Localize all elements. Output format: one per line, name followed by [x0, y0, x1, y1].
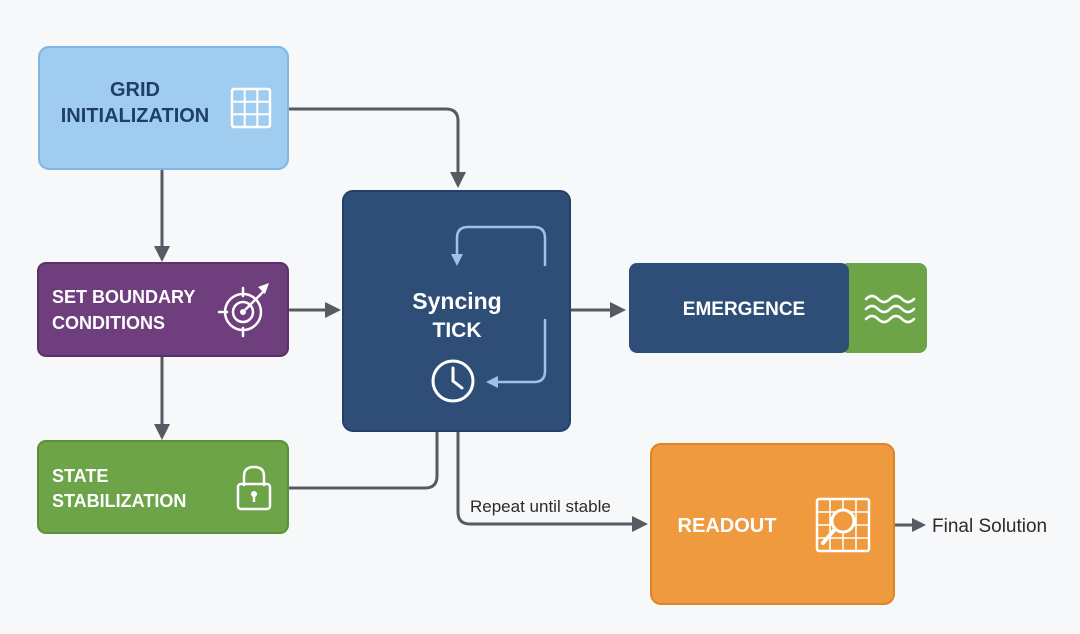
edge-label-repeat: Repeat until stable: [470, 497, 611, 516]
grid-box: [38, 46, 289, 170]
edge-boundary-to-tick: [288, 302, 341, 318]
edge-label-final-solution: Final Solution: [932, 516, 1047, 537]
boundary-label-line-1: SET BOUNDARY: [52, 287, 195, 307]
emergence-icon-panel: [840, 263, 927, 353]
node-syncing-tick: Syncing TICK: [342, 190, 571, 432]
node-set-boundary-conditions: SET BOUNDARY CONDITIONS: [37, 262, 289, 357]
emergence-label: EMERGENCE: [683, 299, 805, 320]
edge-grid-to-tick: [287, 107, 466, 188]
tick-label-line-2: TICK: [433, 319, 482, 342]
readout-label: READOUT: [678, 515, 777, 537]
edge-grid-to-boundary: [154, 169, 170, 262]
node-readout: READOUT: [650, 443, 895, 605]
edge-tick-to-emergence: [569, 302, 626, 318]
boundary-box: [37, 262, 289, 357]
edge-tick-to-readout: [456, 430, 648, 532]
readout-box: [650, 443, 895, 605]
node-state-stabilization: STATE STABILIZATION: [37, 440, 289, 534]
lock-icon: [236, 465, 272, 511]
loop-arrows-icon: [451, 225, 547, 388]
grid-label-line-1: GRID: [110, 79, 160, 101]
tick-label-line-1: Syncing: [412, 288, 501, 314]
edge-readout-to-final: [892, 518, 926, 532]
edge-boundary-to-stabilization: [154, 355, 170, 440]
node-emergence: EMERGENCE: [629, 263, 927, 353]
edge-tick-to-stabilization: [288, 430, 439, 490]
stabilization-label-line-2: STABILIZATION: [52, 491, 186, 511]
tick-box: [342, 190, 571, 432]
clock-icon: [431, 359, 475, 403]
magnifier-grid-icon: [815, 497, 871, 553]
grid-icon: [230, 87, 272, 129]
node-grid-initialization: GRID INITIALIZATION: [38, 46, 289, 170]
waves-icon: [864, 294, 916, 324]
emergence-box: [629, 263, 849, 353]
stabilization-label-line-1: STATE: [52, 466, 108, 486]
grid-label-line-2: INITIALIZATION: [61, 105, 210, 127]
boundary-label-line-2: CONDITIONS: [52, 313, 165, 333]
stabilization-box: [37, 440, 289, 534]
target-icon: [217, 283, 269, 338]
